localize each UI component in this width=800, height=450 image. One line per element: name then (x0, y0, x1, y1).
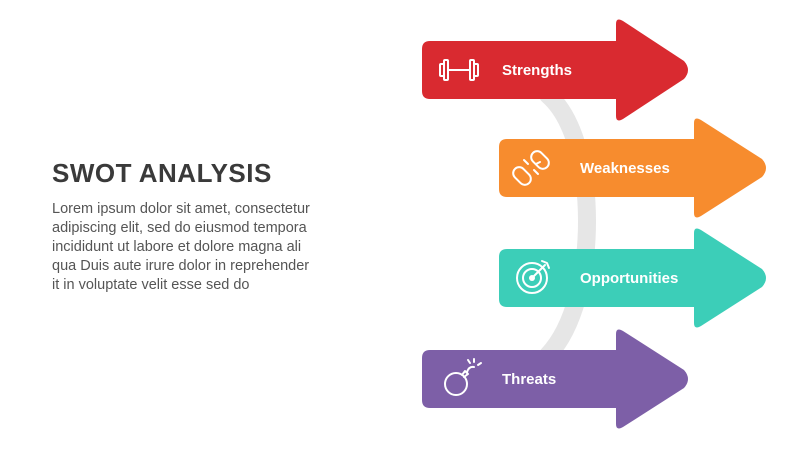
description-line: incididunt ut labore et dolore magna ali (52, 239, 302, 255)
arrow-threats: Threats (422, 329, 688, 429)
curved-connector (539, 86, 596, 364)
broken-chain-icon (512, 150, 550, 186)
description-line: it in voluptate velit esse sed do (52, 277, 250, 293)
description-line: qua Duis aute irure dolor in reprehender (52, 258, 310, 274)
arrow-weaknesses: Weaknesses (499, 118, 766, 218)
arrow-opportunities: Opportunities (499, 228, 766, 328)
description-line: Lorem ipsum dolor sit amet, consectetur (52, 201, 310, 217)
description-text: Lorem ipsum dolor sit amet, consectetur … (52, 200, 352, 295)
arrow-label-threats: Threats (502, 371, 556, 388)
arrow-label-strengths: Strengths (502, 62, 572, 79)
description-line: adipiscing elit, sed do eiusmod tempora (52, 220, 307, 236)
dumbbell-icon (439, 59, 479, 81)
bomb-icon (444, 358, 482, 396)
arrow-shape (499, 228, 766, 328)
target-icon (516, 260, 550, 294)
arrow-shape (422, 329, 688, 429)
page-title: SWOT ANALYSIS (52, 158, 272, 188)
arrow-label-weaknesses: Weaknesses (580, 160, 670, 177)
arrow-strengths: Strengths (422, 19, 688, 121)
arrow-shape (499, 118, 766, 218)
arrow-shape (422, 19, 688, 121)
arrow-label-opportunities: Opportunities (580, 270, 678, 287)
